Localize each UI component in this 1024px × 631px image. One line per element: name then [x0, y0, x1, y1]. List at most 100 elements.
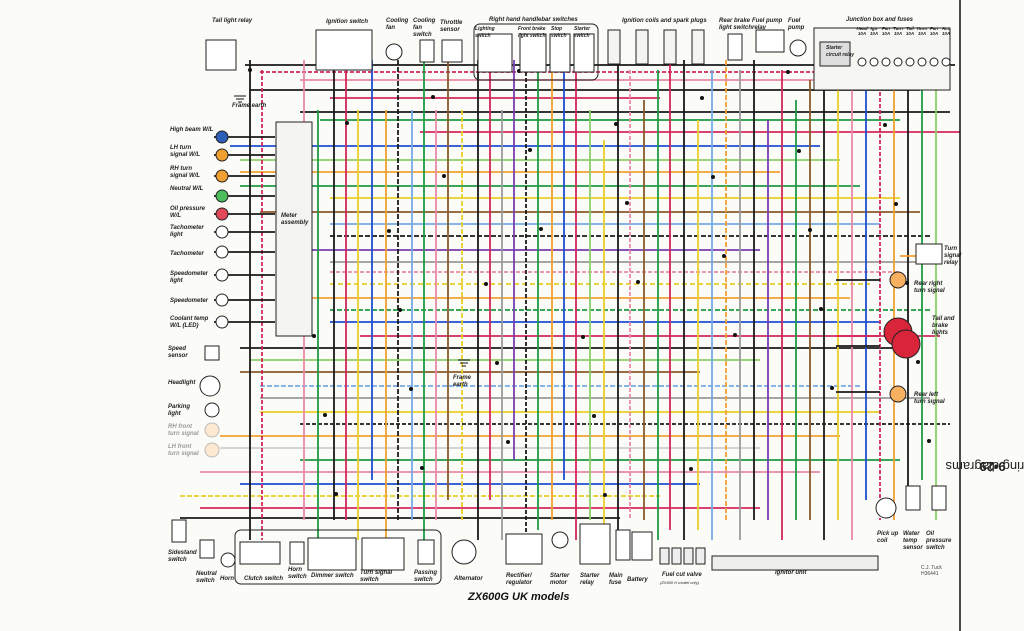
wire-junction	[528, 148, 532, 152]
fuse-icon	[917, 57, 927, 67]
component-symbols	[171, 0, 961, 631]
rear-brake-switch-box	[727, 33, 743, 61]
meter-lamp-icon	[215, 148, 229, 162]
label-junction-box: Junction box and fuses	[846, 17, 914, 23]
label-speedometer: Speedometer	[170, 298, 209, 304]
label-cooling-fan: Cooling fan	[386, 18, 409, 31]
wire-junction	[614, 122, 618, 126]
wire-junction	[420, 466, 424, 470]
wire-junction	[733, 333, 737, 337]
meter-lamp-icon	[215, 293, 229, 307]
label-turn-signal-relay: Turn signal relay	[944, 246, 962, 266]
wire-junction	[592, 414, 596, 418]
wire-junction	[539, 227, 543, 231]
wire-junction	[442, 174, 446, 178]
label-starter-circuit-relay: Starter circuit relay	[826, 45, 855, 58]
turn-signal-switch-box	[361, 537, 405, 571]
label-front-brake-switch: Front brake light switch	[518, 26, 546, 39]
label-throttle-sensor: Throttle sensor	[440, 20, 463, 33]
label-frame-earth-top: Frame earth	[232, 103, 267, 109]
meter-lamp-icon	[215, 169, 229, 183]
label-passing-switch: Passing switch	[414, 570, 438, 583]
label-main-fuse: Main fuse	[609, 573, 623, 586]
rectifier-box	[505, 533, 543, 565]
wire-junction	[248, 68, 252, 72]
wire-junction	[484, 282, 488, 286]
ignition-coil-box	[691, 29, 705, 65]
wire-junction	[323, 413, 327, 417]
label-starter-relay: Starter relay	[580, 573, 600, 586]
label-lh-front-turn: LH front turn signal	[168, 444, 199, 457]
label-horn-switch: Horn switch	[288, 567, 307, 580]
rear-turn-signal-icon	[889, 385, 907, 403]
ignition-coil-box	[607, 29, 621, 65]
label-fuel-pump-relay: Fuel pump relay	[752, 18, 783, 31]
fuel-cut-valve-box	[659, 547, 670, 565]
meter-lamp-icon	[215, 225, 229, 239]
label-tachometer-light: Tachometer light	[170, 225, 204, 238]
wire-junction	[786, 70, 790, 74]
fuse-icon	[929, 57, 939, 67]
fuse-label: Turn 10A	[893, 26, 903, 36]
rh-handlebar-group	[473, 23, 599, 81]
fuse-icon	[869, 57, 879, 67]
wire-junction	[409, 387, 413, 391]
lh-handlebar-group	[234, 529, 442, 585]
wire-junction	[581, 335, 585, 339]
front-turn-signal-icon	[204, 442, 220, 458]
wire-junction	[797, 149, 801, 153]
wire-junction	[927, 439, 931, 443]
horn-switch-box	[289, 541, 305, 565]
drawing-credit: C.J. Tuck H36441	[921, 565, 942, 577]
label-rear-left-turn: Rear left turn signal	[914, 392, 945, 405]
oil-pressure-switch-box	[931, 485, 947, 511]
fuse-icon	[881, 57, 891, 67]
fuse-icon	[941, 57, 951, 67]
fuse-label: Head 10A	[856, 26, 868, 36]
headlight-icon	[199, 375, 221, 397]
label-speed-sensor: Speed sensor	[168, 346, 188, 359]
label-rear-brake-switch: Rear brake light switch	[719, 18, 752, 31]
fuel-cut-valve-box	[683, 547, 694, 565]
label-headlight: Headlight	[168, 380, 196, 386]
fuel-cut-valve-box	[695, 547, 706, 565]
wire-junction	[700, 96, 704, 100]
cooling-fan-motor-icon	[385, 43, 403, 61]
ignition-coil-box	[663, 29, 677, 65]
wire-junction	[722, 254, 726, 258]
wire-junction	[819, 307, 823, 311]
tail-light-relay-box	[205, 39, 237, 71]
label-fuel-cut-valve: Fuel cut valve	[662, 572, 702, 578]
label-rear-right-turn: Rear right turn signal	[914, 281, 945, 294]
fuel-cut-valve-box	[671, 547, 682, 565]
horn-icon	[220, 552, 236, 568]
label-ignition-switch: Ignition switch	[326, 19, 368, 25]
wire-junction	[636, 280, 640, 284]
meter-lamp-icon	[215, 207, 229, 221]
meter-lamp-icon	[215, 189, 229, 203]
label-fuel-cut-note: (ZX600 H model only)	[660, 580, 699, 585]
ignition-coil-box	[635, 29, 649, 65]
label-fuel-pump: Fuel pump	[788, 18, 805, 31]
starter-motor-icon	[551, 531, 569, 549]
clutch-switch-box	[239, 541, 281, 565]
stop-switch-box	[549, 33, 571, 73]
dimmer-switch-box	[307, 537, 357, 571]
ground-icon	[458, 359, 470, 367]
label-rh-handlebar-switches: Right hand handlebar switches	[489, 17, 578, 23]
label-rh-front-turn: RH front turn signal	[168, 424, 199, 437]
label-tachometer: Tachometer	[170, 251, 204, 257]
wire-junction	[883, 123, 887, 127]
meter-assembly-box	[275, 121, 313, 337]
label-parking-light: Parking light	[168, 404, 191, 417]
page-number: 9•29	[979, 457, 1007, 473]
wire-junction	[345, 121, 349, 125]
wire-junction	[398, 308, 402, 312]
starter-switch-box	[573, 33, 595, 73]
label-oil-pressure-switch: Oil pressure switch	[926, 531, 952, 551]
label-ignition-coils: Ignition coils and spark plugs	[622, 18, 707, 24]
model-title: ZX600G UK models	[468, 591, 570, 603]
wire-junction	[495, 361, 499, 365]
fuse-label: Ign 10A	[869, 26, 879, 36]
